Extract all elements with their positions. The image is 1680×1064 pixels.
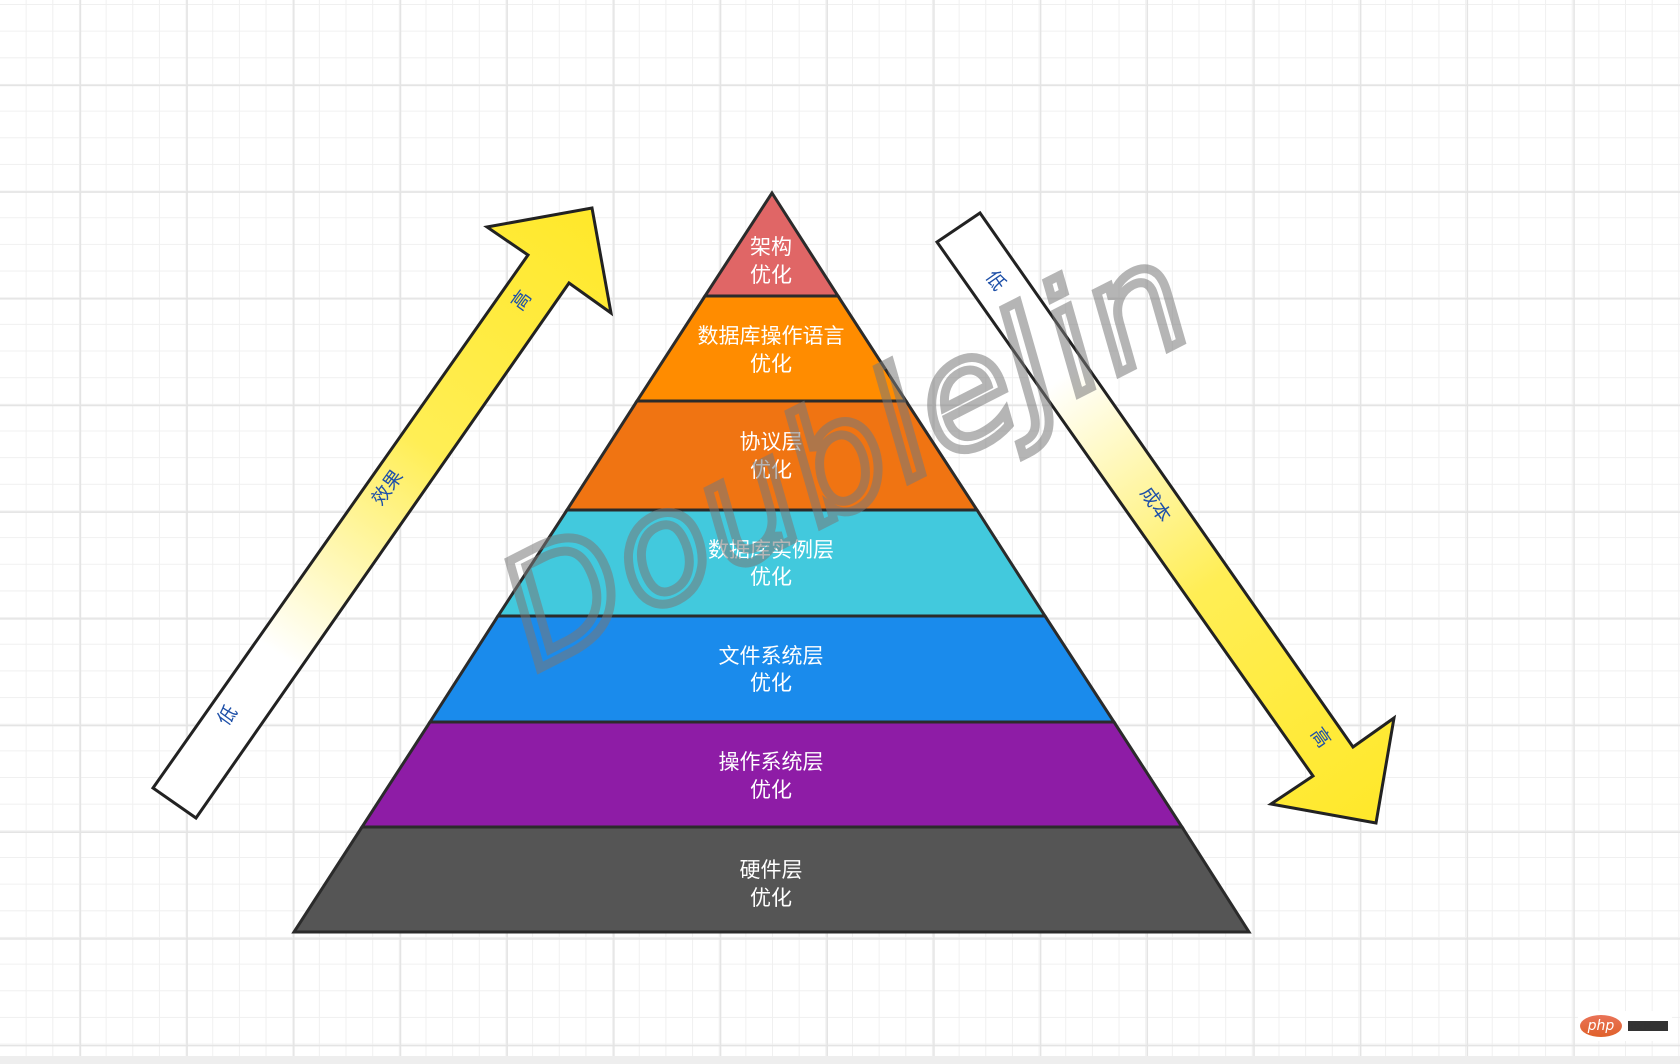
bottom-strip [0,1056,1680,1064]
layer-label: 优化 [750,263,792,287]
cost-arrow-shape [934,210,1397,825]
cost-arrow: 低 成本 高 [934,210,1397,825]
pyramid-labels: 架构 优化 数据库操作语言 优化 协议层 优化 数据库实例层 优化 文件系统层 … [698,235,845,910]
site-badge-label: 中文网 [1628,1021,1668,1031]
effect-arrow: 低 效果 高 [150,206,614,821]
layer-label: 优化 [750,671,792,695]
layer-label: 优化 [750,886,792,910]
layer-label: 架构 [750,235,792,259]
layer-label: 优化 [750,565,792,589]
pyramid-layer-hardware [291,825,1252,934]
site-badge: php 中文网 [1578,1011,1672,1041]
effect-arrow-shape [150,206,614,821]
layer-label: 协议层 [740,430,803,454]
layer-label: 文件系统层 [719,644,824,668]
layer-label: 数据库操作语言 [698,324,845,348]
layer-label: 优化 [750,458,792,482]
php-logo-icon: php [1580,1015,1622,1037]
layer-label: 优化 [750,778,792,802]
layer-label: 硬件层 [740,858,803,882]
pyramid-layer-os [359,720,1185,829]
pyramid [291,190,1252,934]
layer-label: 操作系统层 [719,750,824,774]
layer-label: 优化 [750,352,792,376]
layer-label: 数据库实例层 [708,538,834,562]
